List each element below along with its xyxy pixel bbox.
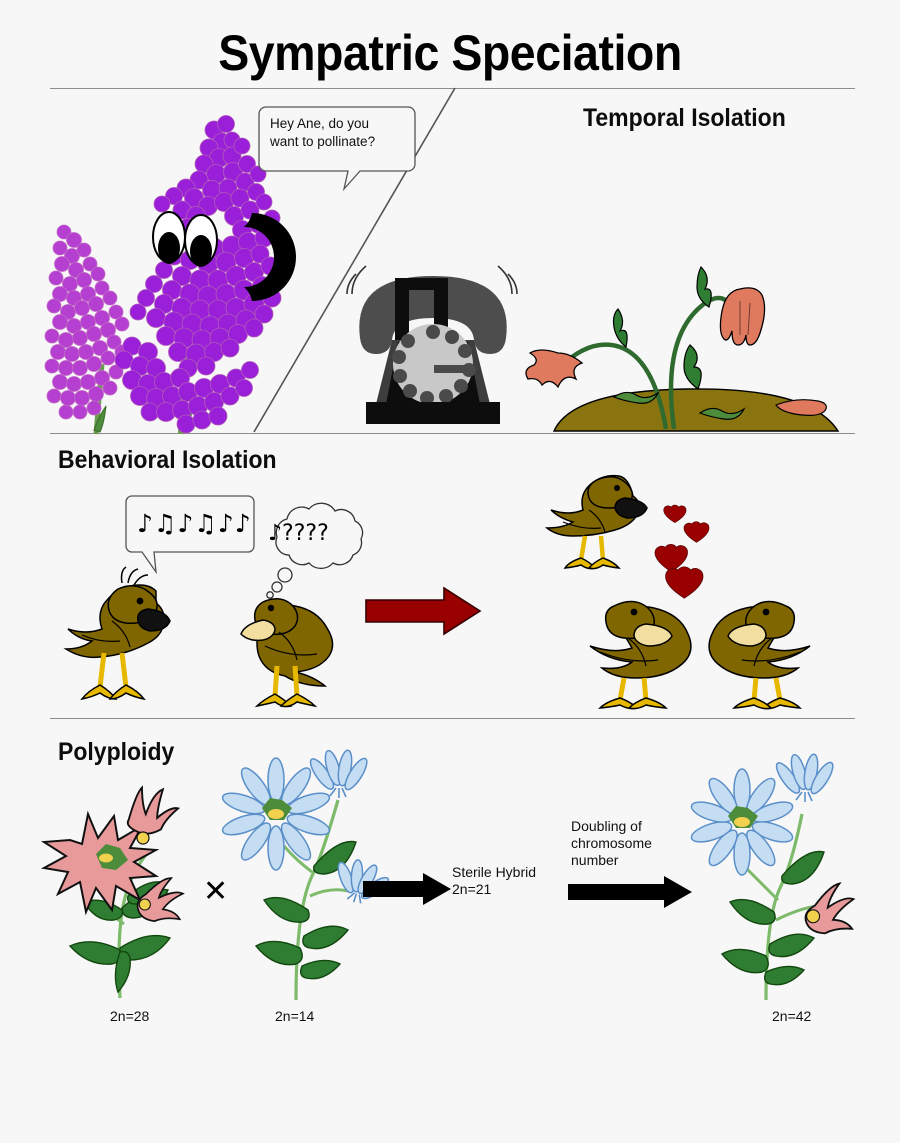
hearts-icon [654,504,710,599]
divider-bottom [50,718,855,719]
speech-bubble-song [125,495,255,575]
kissing-bird-right-icon [708,600,811,710]
wilted-plants-on-soil-icon [525,265,840,432]
label-result: 2n=42 [772,1008,812,1024]
divider-top [50,88,855,89]
blue-daisy-large [221,757,331,871]
divider-middle [50,433,855,434]
cartoon-eyes-icon [152,211,218,267]
arrow-doubling-icon [568,876,692,908]
lone-bird-icon [544,474,648,570]
song-notes-text: ♪♫♪♫♪♪ [137,509,252,538]
pink-trumpet-flower-right [136,877,185,923]
pink-star-flower [40,810,160,916]
singing-bird-icon [63,566,171,701]
pink-flower-plant-icon [40,785,185,999]
speech-bubble-text: Hey Ane, do you want to pollinate? [270,116,376,149]
section-heading-polyploidy: Polyploidy [58,738,175,766]
cartoon-mouth-icon [244,213,296,301]
page-title: Sympatric Speciation [218,25,682,81]
label-parent-b: 2n=14 [275,1008,315,1024]
pink-trumpet-flower-top [126,785,181,845]
pink-trumpet-flower-hybrid [804,882,856,935]
label-doubling-of-chromosome-number: Doubling of chromosome number [571,818,652,869]
arrow-to-hybrid-icon [363,873,451,905]
purple-flower-spike-with-face-icon [44,115,296,435]
section-heading-temporal: Temporal Isolation [583,104,786,132]
section-heading-behavioral: Behavioral Isolation [58,446,277,474]
label-parent-a: 2n=28 [110,1008,150,1024]
red-arrow-icon [365,586,482,636]
polyploid-hybrid-plant-icon [690,753,856,1001]
thought-bubble-confused [266,502,364,599]
kissing-bird-left-icon [589,600,692,710]
blue-flower-plant-icon [221,749,390,1001]
speech-bubble-pollinate [258,106,416,192]
blue-flower-top-hybrid [775,753,834,802]
blue-flower-top [309,749,368,798]
blue-daisy-large-hybrid [690,768,794,876]
cross-symbol: ✕ [203,874,229,909]
thought-notes-text: ♪???? [268,521,329,546]
confused-bird-icon [240,598,334,708]
ringing-rotary-telephone-icon [346,265,518,424]
label-sterile-hybrid: Sterile Hybrid 2n=21 [452,864,537,898]
